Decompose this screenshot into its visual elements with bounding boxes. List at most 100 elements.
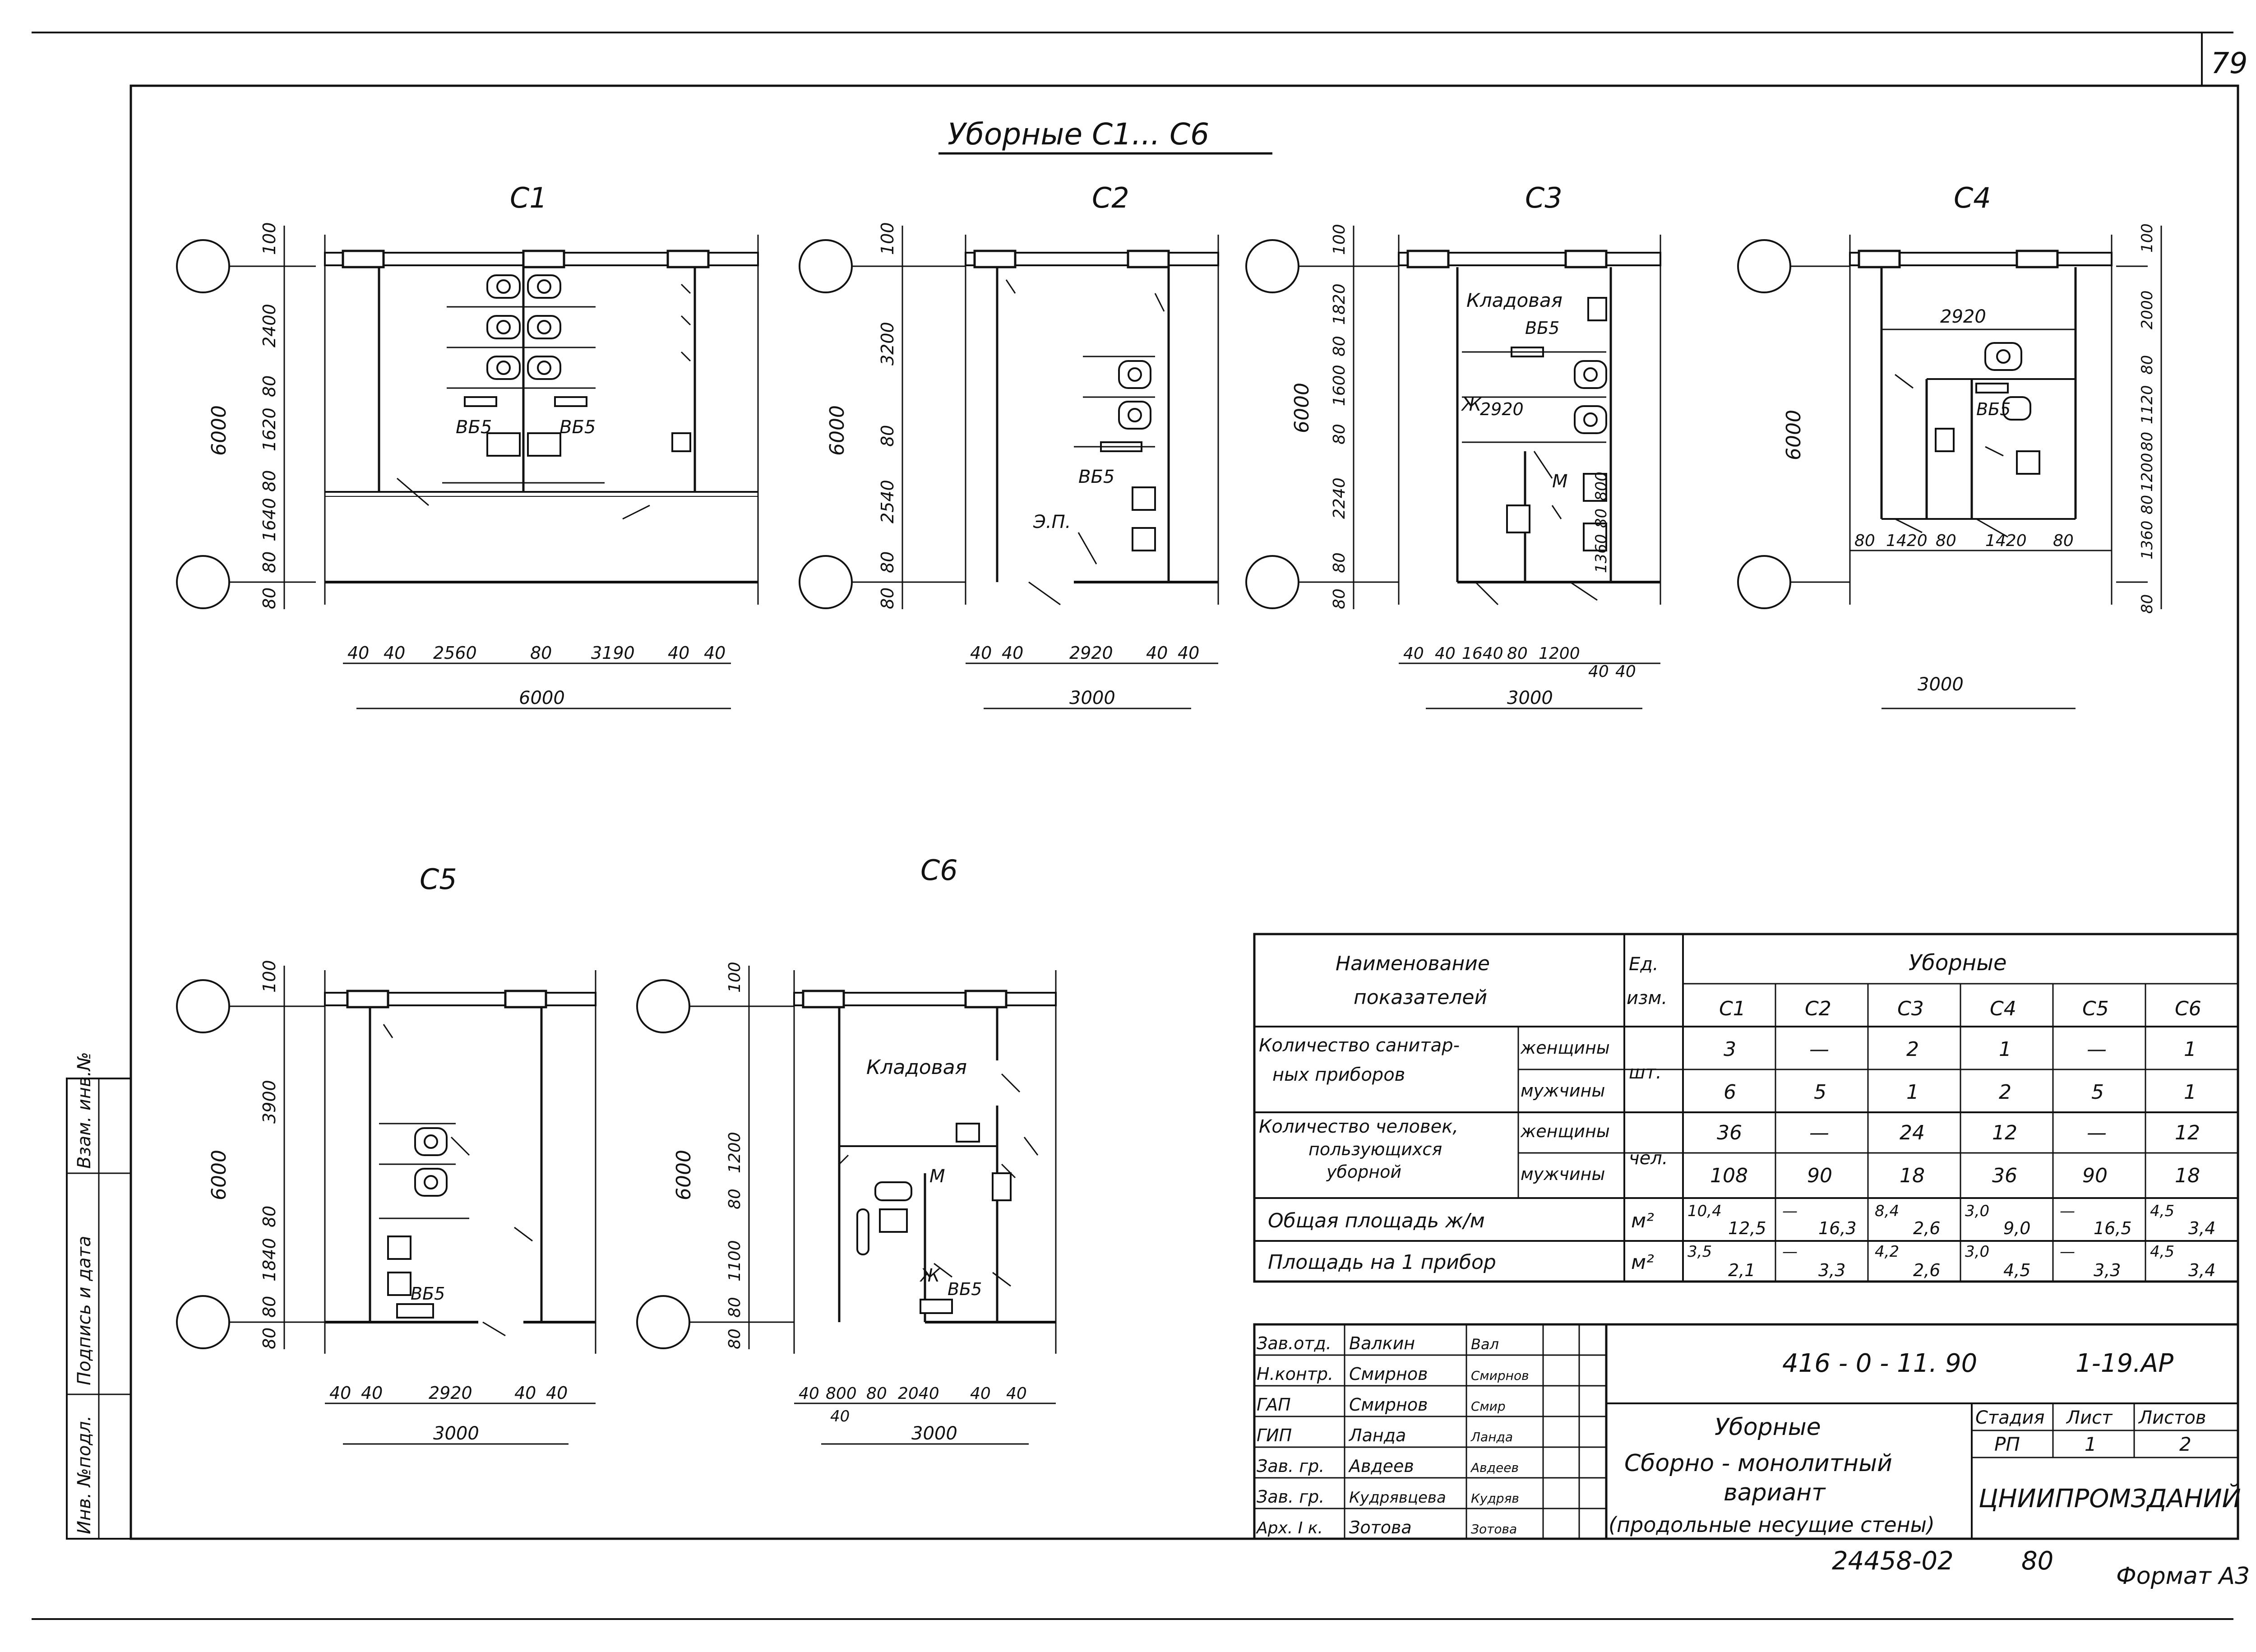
dim: 40 (514, 1383, 536, 1403)
c3-height: 6000 (1290, 383, 1313, 433)
c3-mark-7: 80 (1592, 509, 1610, 528)
dim: 80 (878, 588, 897, 609)
dim: 40 (799, 1384, 819, 1403)
tb-name: Авдеев (1348, 1456, 1414, 1476)
table-row-unit: м² (1631, 1209, 1654, 1232)
plan-c3: С3 Кладовая ВБ5 Ж 2920 М (1245, 181, 1661, 709)
dim: 80 (726, 1297, 744, 1318)
dim: 80 (259, 1328, 279, 1349)
fraction-top: 10,4 (1687, 1202, 1722, 1220)
axis-bubble (636, 1295, 690, 1349)
dim: 80 (1854, 532, 1875, 550)
table-row-name: Общая площадь ж/м (1268, 1209, 1485, 1232)
tb-sheet-code: 1-19.АР (2076, 1349, 2173, 1378)
table-cell: 18 (2175, 1164, 2200, 1187)
dim: 40 (1006, 1384, 1027, 1403)
dim: 80 (2138, 355, 2156, 375)
dim-total: 6000 (519, 688, 565, 708)
fraction-top: — (1782, 1243, 1798, 1261)
table-header-name: Наименование (1336, 952, 1490, 975)
c3-mark-5: М (1552, 471, 1568, 492)
table-row-name: уборной (1326, 1162, 1401, 1182)
table-row-sub: мужчины (1521, 1164, 1605, 1184)
dim: 40 (970, 1384, 991, 1403)
c6-mark-1: Кладовая (866, 1056, 967, 1079)
dim: 40 (1146, 643, 1168, 663)
dim: 2240 (1330, 477, 1349, 519)
c4-top-dim: 2920 (1940, 306, 1986, 327)
axis-bubble (636, 979, 690, 1033)
table-header-unit: изм. (1627, 988, 1667, 1009)
fraction-bottom: 3,3 (2094, 1260, 2121, 1280)
c2-height: 6000 (826, 405, 849, 456)
table-row-sub: женщины (1520, 1121, 1610, 1141)
dim: 1120 (2138, 385, 2156, 424)
table-cell: 3 (1724, 1038, 1736, 1061)
table-row-name: Количество человек, (1259, 1116, 1458, 1137)
c1-height: 6000 (208, 405, 231, 456)
dim: 80 (2053, 532, 2074, 550)
fraction-top: — (1782, 1202, 1798, 1220)
fraction-top: 3,5 (1687, 1243, 1712, 1261)
dim: 2000 (2138, 290, 2156, 329)
axis-bubble (1245, 239, 1299, 293)
dim: 40 (704, 643, 726, 663)
tb-signature: Смирнов (1471, 1368, 1529, 1383)
tb-sheet: 1 (2085, 1433, 2097, 1455)
tb-signature: Авдеев (1470, 1460, 1519, 1475)
table-col-header: С2 (1805, 997, 1831, 1020)
dim: 80 (1330, 552, 1349, 573)
fraction-bottom: 16,3 (1818, 1218, 1857, 1238)
table-header-name: показателей (1354, 986, 1487, 1009)
table-cell: 1 (2184, 1081, 2196, 1104)
sheet-frame: 79 (32, 32, 2247, 1620)
dim: 80 (726, 1328, 744, 1349)
fraction-bottom: 3,4 (2188, 1218, 2215, 1238)
table-row-name: Площадь на 1 прибор (1268, 1251, 1496, 1274)
dim: 1420 (1985, 532, 2027, 550)
plan-c2: С2 ВБ5 Э.П. 6000 100 3200 80 25 (799, 181, 1219, 709)
dim: 80 (1330, 588, 1349, 609)
tb-role: Н.контр. (1257, 1364, 1333, 1384)
dim: 80 (866, 1384, 887, 1403)
dim: 1200 (2138, 453, 2156, 492)
fraction-bottom: 4,5 (2003, 1260, 2030, 1280)
dim-total: 3000 (1918, 674, 1964, 695)
table-col-header: С3 (1897, 997, 1924, 1020)
tb-name: Кудрявцева (1349, 1489, 1446, 1507)
c6-mark-3: Ж (919, 1265, 941, 1286)
dim-total: 3000 (433, 1423, 479, 1444)
tb-sheets-header: Листов (2138, 1407, 2206, 1428)
fraction-bottom: 2,1 (1728, 1260, 1755, 1280)
table-cell: 108 (1710, 1164, 1748, 1187)
dim: 40 (1178, 643, 1199, 663)
dim: 40 (970, 643, 992, 663)
table-cell: 2 (1999, 1081, 2011, 1104)
fraction-top: — (2060, 1202, 2075, 1220)
dim: 3200 (878, 322, 897, 366)
side-stamp: Взам. инв.№ Подпись и дата Инв. №подл. (66, 1052, 132, 1540)
dim: 1840 (259, 1238, 279, 1282)
dim: 1620 (259, 407, 279, 451)
tb-role: Зав. гр. (1257, 1456, 1324, 1476)
tb-role: Зав.отд. (1257, 1333, 1331, 1353)
dim: 40 (1588, 662, 1609, 681)
fraction-top: 8,4 (1875, 1202, 1899, 1220)
dim: 100 (1330, 224, 1349, 255)
table-cell: 18 (1900, 1164, 1925, 1187)
dim: 2920 (429, 1383, 472, 1403)
fraction-bottom: 3,3 (1818, 1260, 1845, 1280)
axis-bubble (176, 1295, 230, 1349)
tb-name: Смирнов (1349, 1395, 1428, 1415)
axis-bubble (799, 239, 853, 293)
c2-mark-1: ВБ5 (1078, 467, 1114, 487)
tb-role: ГАП (1257, 1395, 1291, 1415)
dim: 2560 (433, 643, 477, 663)
plan-c1: С1 (176, 181, 759, 709)
axis-bubble (1737, 555, 1791, 609)
dim: 100 (726, 962, 744, 993)
table-col-header: С5 (2082, 997, 2109, 1020)
c3-mark-2: ВБ5 (1525, 318, 1559, 338)
dim: 2400 (259, 304, 279, 347)
table-row-name: Количество санитар- (1259, 1035, 1460, 1056)
